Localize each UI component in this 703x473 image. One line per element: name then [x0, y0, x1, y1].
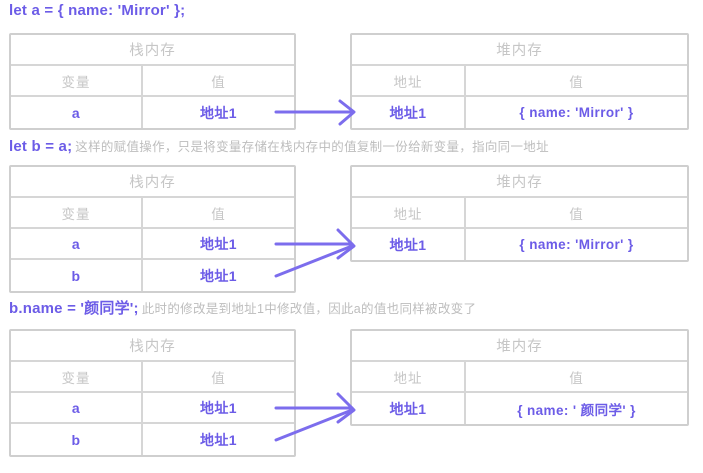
table-header-row: 变量 值: [11, 198, 294, 229]
stack-cell-value: 地址1: [200, 431, 237, 448]
caption-let-b: let b = a;这样的赋值操作，只是将变量存储在栈内存中的值复制一份给新变量…: [9, 138, 549, 156]
heap-memory-table-2: 堆内存 地址 值 地址1 { name: 'Mirror' }: [350, 165, 689, 262]
table-title-row: 栈内存: [11, 35, 294, 66]
stack-memory-table-2: 栈内存 变量 值 a 地址1 b 地址1: [9, 165, 296, 293]
table-row: 地址1 { name: 'Mirror' }: [352, 229, 687, 260]
stack-cell-value: 地址1: [200, 235, 237, 252]
heap-cell-value: { name: 'Mirror' }: [519, 105, 634, 120]
heap-cell-address: 地址1: [352, 393, 466, 424]
table-row: 地址1 { name: ' 颜同学' }: [352, 393, 687, 424]
heap-col-value: 值: [569, 74, 584, 90]
caption-let-a: let a = { name: 'Mirror' };: [9, 2, 188, 20]
table-title-row: 堆内存: [352, 331, 687, 362]
table-title-row: 栈内存: [11, 167, 294, 198]
table-header-row: 地址 值: [352, 198, 687, 229]
stack-col-variable: 变量: [11, 66, 143, 95]
heap-cell-value: { name: 'Mirror' }: [519, 237, 634, 252]
stack-cell-variable: a: [11, 229, 143, 258]
table-title-row: 堆内存: [352, 35, 687, 66]
stack-cell-variable: b: [11, 260, 143, 291]
caption-note: 这样的赋值操作，只是将变量存储在栈内存中的值复制一份给新变量，指向同一地址: [75, 140, 549, 154]
stack-cell-value: 地址1: [200, 267, 237, 284]
stack-col-value: 值: [211, 370, 226, 386]
heap-memory-table-3: 堆内存 地址 值 地址1 { name: ' 颜同学' }: [350, 329, 689, 426]
table-row: b 地址1: [11, 260, 294, 291]
table-header-row: 变量 值: [11, 362, 294, 393]
stack-memory-table-3: 栈内存 变量 值 a 地址1 b 地址1: [9, 329, 296, 457]
stack-col-value: 值: [211, 206, 226, 222]
table-header-row: 地址 值: [352, 362, 687, 393]
stack-col-variable: 变量: [11, 362, 143, 391]
stack-cell-value: 地址1: [200, 399, 237, 416]
table-header-row: 变量 值: [11, 66, 294, 97]
table-header-row: 地址 值: [352, 66, 687, 97]
caption-bname: b.name = '颜同学';此时的修改是到地址1中修改值，因此a的值也同样被改…: [9, 300, 476, 318]
heap-table-title: 堆内存: [496, 339, 543, 355]
heap-table-title: 堆内存: [496, 43, 543, 59]
table-title-row: 堆内存: [352, 167, 687, 198]
heap-memory-table-1: 堆内存 地址 值 地址1 { name: 'Mirror' }: [350, 33, 689, 130]
stack-cell-variable: a: [11, 97, 143, 128]
heap-table-title: 堆内存: [496, 175, 543, 191]
caption-code: let a = { name: 'Mirror' };: [9, 2, 186, 19]
table-row: a 地址1: [11, 393, 294, 424]
heap-col-address: 地址: [352, 198, 466, 227]
stack-table-title: 栈内存: [129, 175, 176, 191]
heap-col-address: 地址: [352, 66, 466, 95]
table-row: a 地址1: [11, 229, 294, 260]
caption-note: 此时的修改是到地址1中修改值，因此a的值也同样被改变了: [141, 302, 477, 316]
stack-cell-variable: a: [11, 393, 143, 422]
caption-code: b.name = '颜同学';: [9, 300, 139, 317]
table-row: b 地址1: [11, 424, 294, 455]
stack-memory-table-1: 栈内存 变量 值 a 地址1: [9, 33, 296, 130]
table-title-row: 栈内存: [11, 331, 294, 362]
table-row: a 地址1: [11, 97, 294, 128]
heap-cell-address: 地址1: [352, 97, 466, 128]
caption-code: let b = a;: [9, 138, 73, 155]
table-row: 地址1 { name: 'Mirror' }: [352, 97, 687, 128]
stack-cell-variable: b: [11, 424, 143, 455]
stack-col-variable: 变量: [11, 198, 143, 227]
stack-col-value: 值: [211, 74, 226, 90]
stack-table-title: 栈内存: [129, 43, 176, 59]
heap-col-value: 值: [569, 206, 584, 222]
stack-cell-value: 地址1: [200, 104, 237, 121]
heap-col-address: 地址: [352, 362, 466, 391]
heap-cell-address: 地址1: [352, 229, 466, 260]
heap-cell-value: { name: ' 颜同学' }: [517, 402, 636, 418]
stack-table-title: 栈内存: [129, 339, 176, 355]
heap-col-value: 值: [569, 370, 584, 386]
